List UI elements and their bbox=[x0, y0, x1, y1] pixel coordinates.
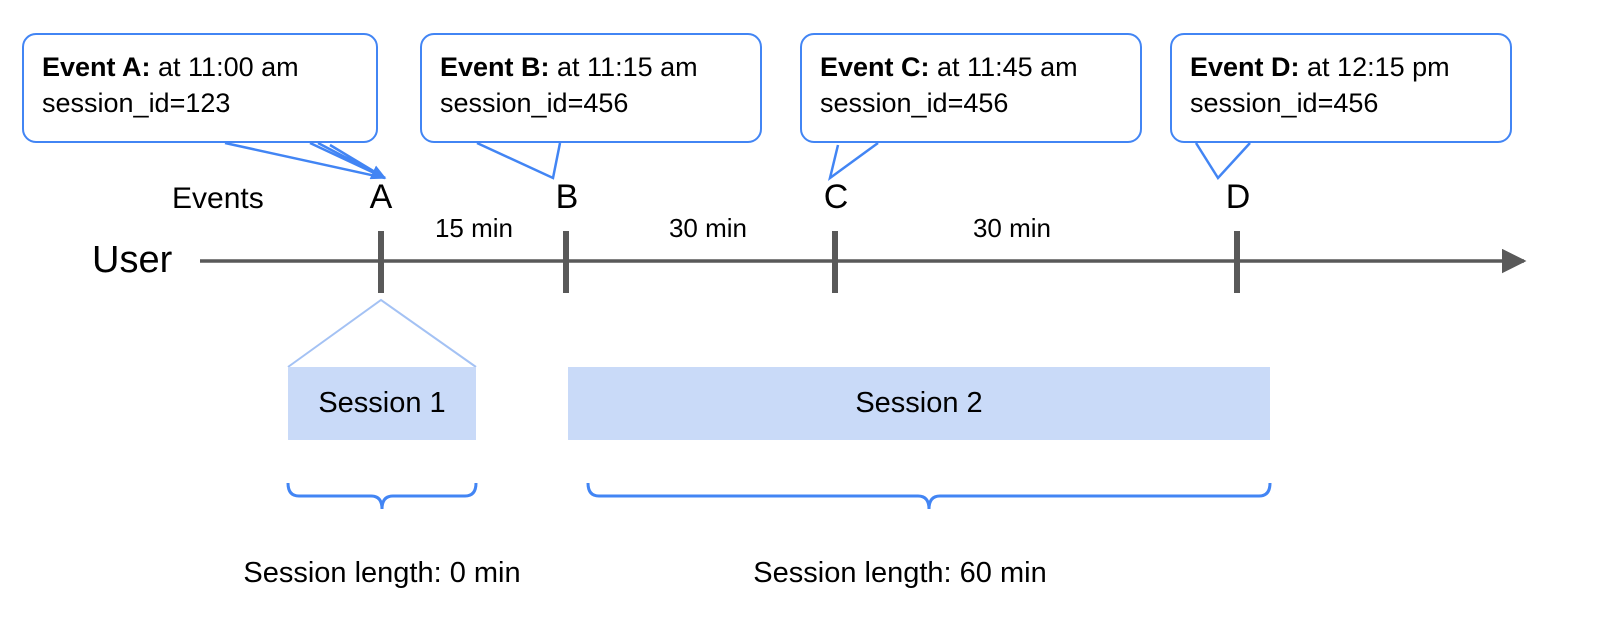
session-1-fan-connector bbox=[287, 298, 477, 368]
event-letter-b: B bbox=[555, 178, 579, 216]
session-block-1[interactable]: Session 1 bbox=[288, 367, 476, 440]
event-letter-a: A bbox=[369, 178, 393, 216]
callout-tail-a-stroke bbox=[224, 141, 386, 180]
callout-line-primary: Event C: at 11:45 am bbox=[820, 49, 1122, 85]
callout-event-b[interactable]: Event B: at 11:15 am session_id=456 bbox=[420, 33, 762, 143]
callout-title: Event B: bbox=[440, 52, 550, 82]
callout-tail-d bbox=[1194, 142, 1251, 181]
callout-event-d[interactable]: Event D: at 12:15 pm session_id=456 bbox=[1170, 33, 1512, 143]
callout-session: session_id=456 bbox=[820, 88, 1009, 118]
session-block-label: Session 1 bbox=[318, 387, 446, 419]
interval-label-a-b: 15 min bbox=[434, 213, 514, 243]
session-1-brace bbox=[286, 482, 478, 510]
row-label-events: Events bbox=[172, 182, 264, 215]
row-label-user: User bbox=[92, 239, 173, 281]
callout-session: session_id=456 bbox=[440, 88, 629, 118]
session-block-label: Session 2 bbox=[855, 387, 983, 419]
callout-title: Event D: bbox=[1190, 52, 1300, 82]
session-block-2[interactable]: Session 2 bbox=[568, 367, 1270, 440]
callout-tail-a-notch bbox=[317, 141, 386, 180]
callout-time: at 11:15 am bbox=[549, 52, 698, 82]
callout-time: at 11:00 am bbox=[150, 52, 299, 82]
callout-line-primary: Event B: at 11:15 am bbox=[440, 49, 742, 85]
callout-line-primary: Event D: at 12:15 pm bbox=[1190, 49, 1492, 85]
callout-time: at 11:45 am bbox=[929, 52, 1078, 82]
event-letter-c: C bbox=[823, 178, 849, 216]
event-letter-d: D bbox=[1225, 178, 1251, 216]
session-length-label-1: Session length: 0 min bbox=[243, 557, 521, 589]
callout-tail-c bbox=[827, 141, 879, 182]
callout-time: at 12:15 pm bbox=[1299, 52, 1450, 82]
callout-tail-b bbox=[476, 141, 562, 180]
callout-event-a[interactable]: Event A: at 11:00 am session_id=123 bbox=[22, 33, 378, 143]
callout-session: session_id=123 bbox=[42, 88, 231, 118]
callout-event-c[interactable]: Event C: at 11:45 am session_id=456 bbox=[800, 33, 1142, 143]
callout-line-primary: Event A: at 11:00 am bbox=[42, 49, 358, 85]
interval-label-b-c: 30 min bbox=[668, 213, 748, 243]
session-length-label-2: Session length: 60 min bbox=[753, 557, 1047, 589]
session-2-brace bbox=[586, 482, 1272, 510]
callout-title: Event A: bbox=[42, 52, 151, 82]
interval-label-c-d: 30 min bbox=[972, 213, 1052, 243]
callout-title: Event C: bbox=[820, 52, 930, 82]
callout-session: session_id=456 bbox=[1190, 88, 1379, 118]
